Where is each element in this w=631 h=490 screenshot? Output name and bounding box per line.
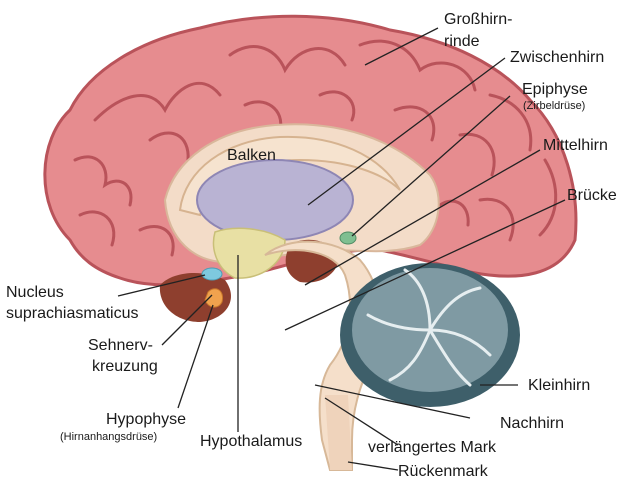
label-balken: Balken [227,147,276,164]
spinal-cord [325,395,352,470]
label-nucleus-line1: Nucleus [6,284,64,301]
label-verlaengertes-mark: verlängertes Mark [368,439,497,456]
pituitary-gland [204,288,224,308]
gyri-folds [73,39,558,257]
pineal-gland [339,231,357,245]
label-hypophyse-sub: (Hirnanhangsdrüse) [60,431,158,443]
label-grosshirnrinde-line1: Großhirn- [444,11,513,28]
label-hypothalamus: Hypothalamus [200,433,303,450]
label-nachhirn: Nachhirn [500,415,565,432]
hypothalamus-region [212,227,286,279]
basal-region [159,273,231,322]
label-bruecke: Brücke [567,187,617,204]
label-kleinhirn: Kleinhirn [528,377,591,394]
label-hypophyse: Hypophyse [106,411,187,428]
label-sehnerv-line1: Sehnerv- [88,337,153,354]
label-zwischenhirn: Zwischenhirn [510,49,605,66]
thalamus [196,159,354,241]
label-grosshirnrinde-line2: rinde [444,33,480,50]
leader-lines [117,27,566,471]
label-mittelhirn: Mittelhirn [543,137,608,154]
label-epiphyse: Epiphyse [522,81,588,98]
label-epiphyse-sub: (Zirbeldrüse) [523,100,586,112]
optic-chiasm [201,267,223,281]
label-rueckenmark: Rückenmark [398,463,488,480]
label-sehnerv-line2: kreuzung [92,358,158,375]
cerebellum [340,263,520,407]
label-nucleus-line2: suprachiasmaticus [6,305,139,322]
